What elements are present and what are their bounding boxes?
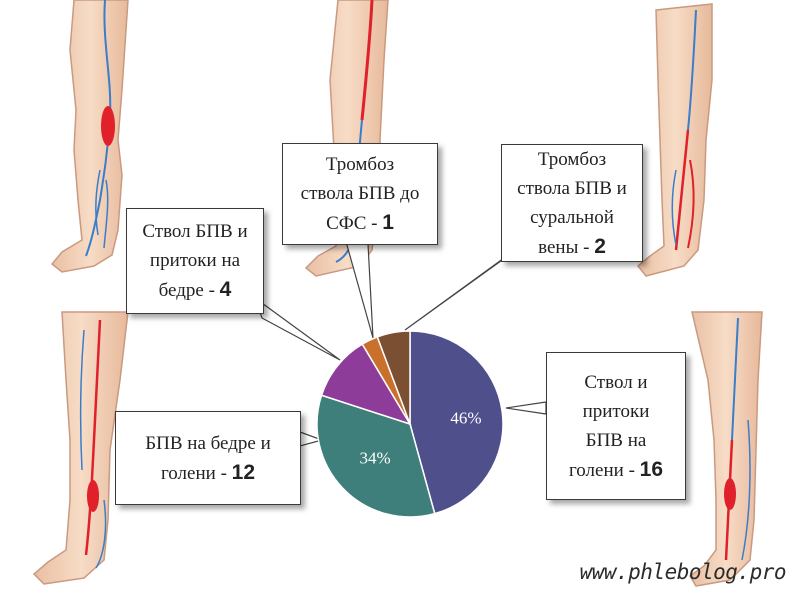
pie-slice-1 <box>409 330 504 515</box>
callout-text: Ствол и <box>584 371 648 393</box>
callout-text: суральной <box>530 206 614 228</box>
pie-slice-label: 46% <box>450 409 481 428</box>
callout-count: 16 <box>639 457 663 481</box>
leg-illustration-bottom-left <box>32 311 129 585</box>
callout-text: ствола БПВ и <box>517 177 627 199</box>
callout-text: Тромбоз <box>325 154 395 175</box>
callout-text: притоки на <box>149 250 241 271</box>
callout-text: бедре <box>158 280 204 301</box>
callout-text: БПВ на бедре и <box>145 432 271 454</box>
callout-text: Ствол БПВ и <box>142 221 248 242</box>
watermark: www.phlebolog.pro <box>579 560 787 584</box>
callout-text: БПВ на <box>585 429 647 451</box>
leg-illustration-top-left <box>50 0 129 273</box>
callout-leaders <box>253 237 547 447</box>
callout-text: Тромбоз <box>537 148 607 170</box>
callout-gsv-thigh-tributaries: Ствол БПВ и притоки на бедре - 4 <box>126 208 264 314</box>
callout-text: голени <box>160 462 216 484</box>
callout-gsv-thigh-shin: БПВ на бедре и голени - 12 <box>115 411 301 505</box>
leg-illustration-bottom-right <box>689 311 763 587</box>
callout-text: вены <box>538 236 579 258</box>
callout-count: 1 <box>382 211 394 234</box>
callout-count: 4 <box>219 278 232 301</box>
pie-slice-3 <box>320 343 412 426</box>
pie-slice-label: 34% <box>359 448 390 467</box>
callout-text: голени <box>568 459 624 481</box>
leg-illustration-top-right <box>636 3 713 277</box>
callout-thrombosis-sural: Тромбоз ствола БПВ и суральной вены - 2 <box>501 144 643 262</box>
pie-chart: 46% 34% <box>316 330 504 518</box>
pie-slice-5 <box>376 330 411 425</box>
callout-text: ствола БПВ до <box>300 183 420 204</box>
callout-text: СФС <box>326 213 367 234</box>
pie-slice-2 <box>316 394 436 518</box>
callout-thrombosis-to-sfs: Тромбоз ствола БПВ до СФС - 1 <box>282 143 438 245</box>
callout-text: притоки <box>582 400 650 422</box>
thrombus-mark <box>87 480 99 512</box>
callout-gsv-shin-tributaries: Ствол и притоки БПВ на голени - 16 <box>546 352 686 500</box>
thrombus-mark <box>724 478 736 510</box>
callout-count: 12 <box>231 460 255 484</box>
callout-count: 2 <box>594 234 606 258</box>
thrombus-mark <box>101 106 115 146</box>
